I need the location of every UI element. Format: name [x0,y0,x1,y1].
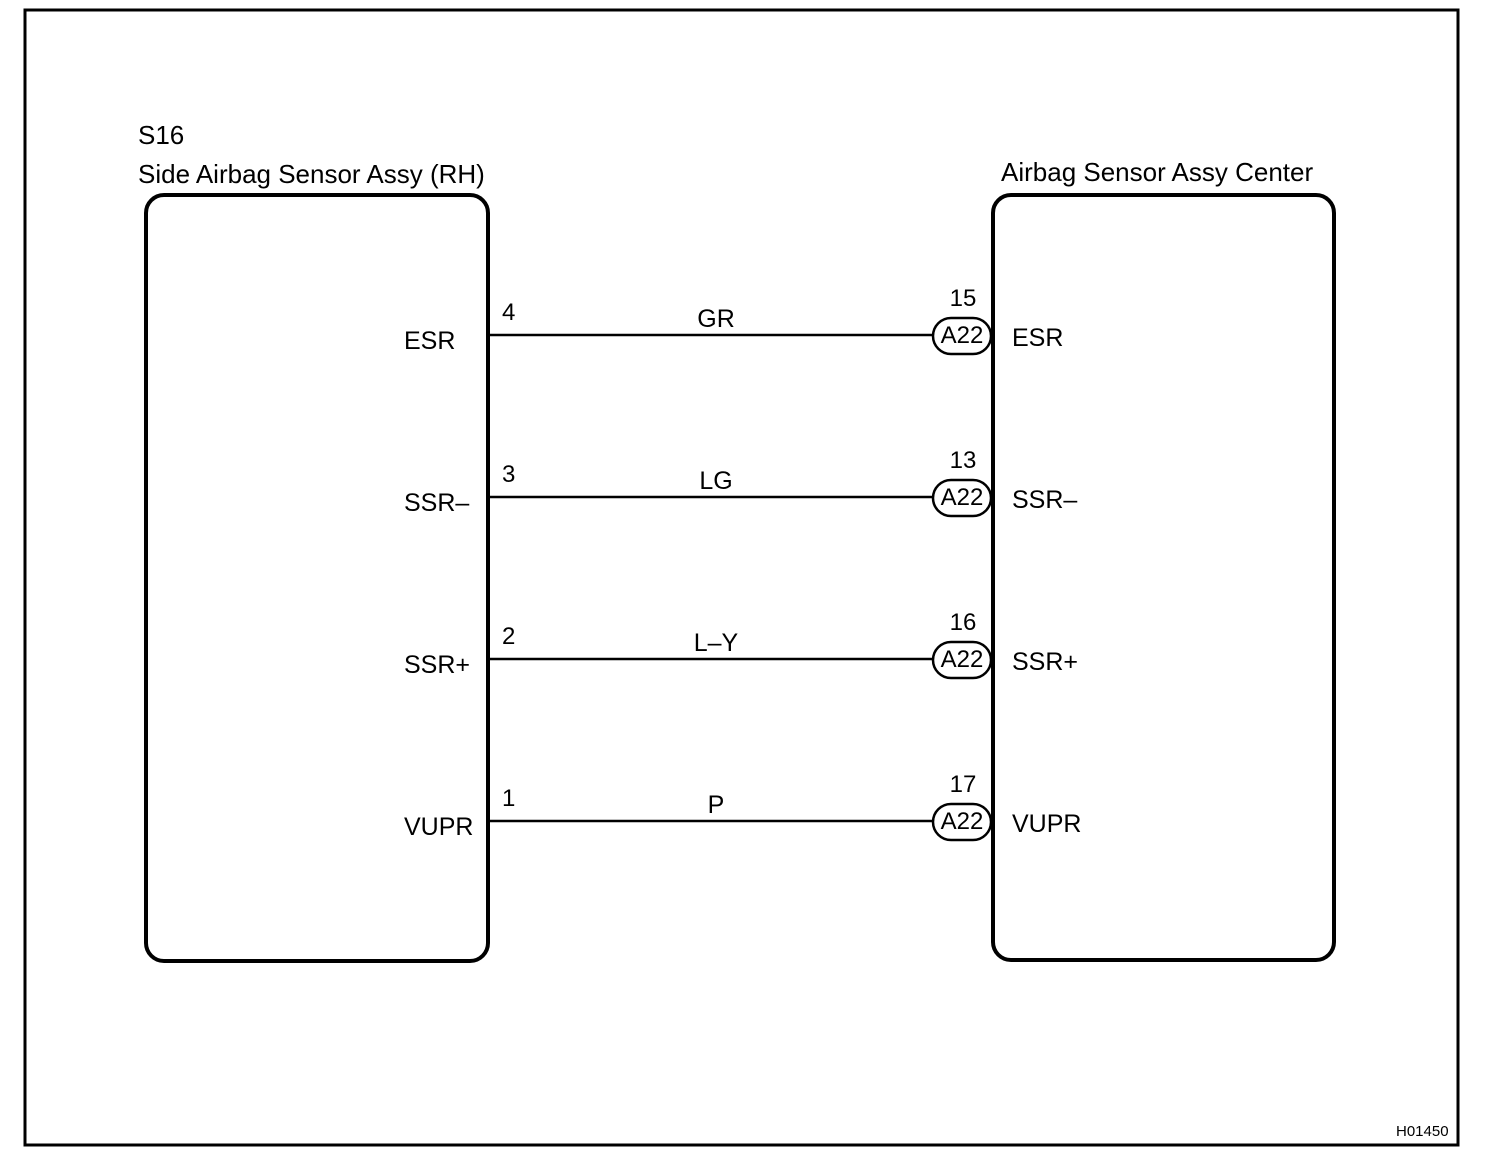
left-terminal-label: VUPR [404,813,473,841]
left-pin-number: 1 [502,785,515,812]
connector-badge [931,478,993,518]
connector-label: A22 [941,484,984,511]
diagram-frame [23,8,1460,1147]
right-terminal-label: ESR [1012,324,1063,352]
right-component-name: Airbag Sensor Assy Center [1001,157,1313,187]
wire-color-label: GR [697,305,735,333]
wire-color-label: LG [699,467,732,495]
right-terminal-label: VUPR [1012,810,1081,838]
right-terminal-label: SSR– [1012,486,1077,514]
right-component-box [991,193,1336,962]
connector-label: A22 [941,322,984,349]
connector-badge [931,640,993,680]
connector-label: A22 [941,808,984,835]
right-pin-number: 17 [950,771,977,798]
left-component-code: S16 [138,120,184,150]
right-terminal-label: SSR+ [1012,648,1078,676]
left-terminal-label: SSR– [404,489,469,517]
left-pin-number: 4 [502,299,515,326]
left-component-name: Side Airbag Sensor Assy (RH) [138,159,485,189]
left-component-box [144,193,490,963]
left-terminal-label: SSR+ [404,651,470,679]
right-pin-number: 15 [950,285,977,312]
left-terminal-label: ESR [404,327,455,355]
right-pin-number: 13 [950,447,977,474]
wire-color-label: P [708,791,725,819]
connector-badge [931,802,993,842]
left-pin-number: 2 [502,623,515,650]
right-pin-number: 16 [950,609,977,636]
figure-code: H01450 [1396,1123,1449,1140]
left-pin-number: 3 [502,461,515,488]
wire-color-label: L–Y [694,629,739,657]
connector-label: A22 [941,646,984,673]
connector-badge [931,316,993,356]
